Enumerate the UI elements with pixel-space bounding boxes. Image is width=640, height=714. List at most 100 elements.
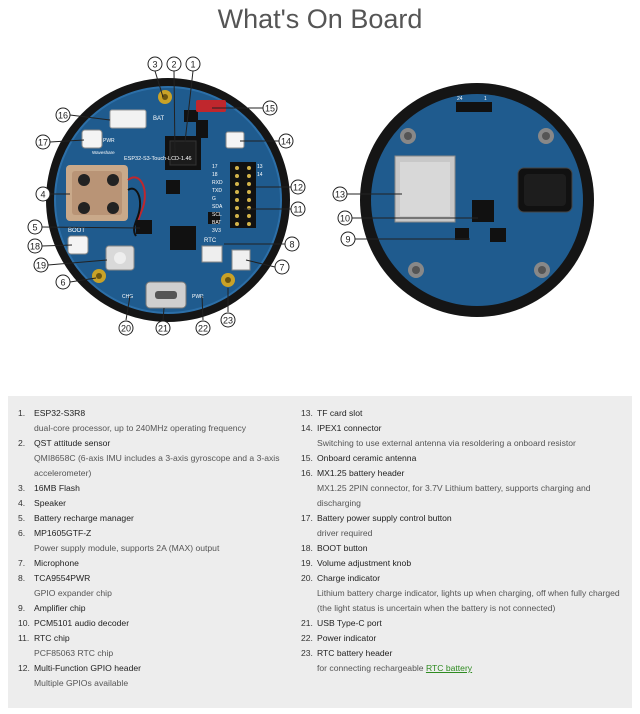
component-body: PCM5101 audio decoder xyxy=(34,616,308,631)
callout-circle xyxy=(290,201,306,217)
component-number: 5. xyxy=(18,513,26,523)
component-body: 16MB Flash xyxy=(34,481,308,496)
component-body: Volume adjustment knob xyxy=(317,556,626,571)
callout-circle xyxy=(33,257,49,273)
callout-circle xyxy=(27,238,43,254)
callout-circle xyxy=(118,320,134,336)
callout-number: 15 xyxy=(265,104,275,114)
component-name: Speaker xyxy=(34,498,67,508)
callout-lines xyxy=(41,70,478,321)
component-item: 8. TCA9554PWR GPIO expander chip xyxy=(18,571,308,601)
callout-number: 2 xyxy=(171,60,176,70)
component-desc: Switching to use external antenna via re… xyxy=(317,436,626,451)
gpio-pin-label: BAT xyxy=(212,220,221,226)
component-number: 10. xyxy=(18,618,30,628)
component-body: Battery recharge manager xyxy=(34,511,308,526)
component-body: ESP32-S3R8 dual-core processor, up to 240… xyxy=(34,406,308,436)
component-body: Power indicator xyxy=(317,631,626,646)
gpio-pin-label: SDA xyxy=(212,204,223,210)
callout-number: 21 xyxy=(158,324,168,334)
gpio-pin-label: 17 xyxy=(212,164,218,170)
component-desc-text: Multiple GPIOs available xyxy=(34,678,129,688)
gpio-pin-label: SCL xyxy=(212,212,222,218)
gpio-pin-label: 3V3 xyxy=(212,228,221,234)
callout-number: 13 xyxy=(335,190,345,200)
component-name: TCA9554PWR xyxy=(34,573,91,583)
callout-number: 19 xyxy=(36,261,46,271)
component-name: Onboard ceramic antenna xyxy=(317,453,417,463)
components-list-left: 1. ESP32-S3R8 dual-core processor, up to 2… xyxy=(18,406,308,691)
component-body: TCA9554PWR GPIO expander chip xyxy=(34,571,308,601)
callout-number: 6 xyxy=(60,278,65,288)
callout-circle xyxy=(340,231,356,247)
component-desc: GPIO expander chip xyxy=(34,586,308,601)
rtc-battery-link[interactable]: RTC battery xyxy=(425,663,473,673)
component-number: 19. xyxy=(301,558,313,568)
callout-circle xyxy=(185,56,201,72)
component-desc: for connecting rechargeable RTC battery xyxy=(317,661,626,676)
component-number: 4. xyxy=(18,498,26,508)
component-name: MX1.25 battery header xyxy=(317,468,405,478)
callout-circle xyxy=(35,134,51,150)
component-item: 7.Microphone xyxy=(18,556,308,571)
component-number: 23. xyxy=(301,648,313,658)
rtc-label: RTC xyxy=(204,238,217,244)
component-number: 7. xyxy=(18,558,26,568)
callout-number: 12 xyxy=(293,183,303,193)
gpio-pin-number: 13 xyxy=(257,164,263,170)
component-item: 19. Volume adjustment knob xyxy=(301,556,626,571)
callout-circle xyxy=(262,100,278,116)
component-number: 18. xyxy=(301,543,313,553)
component-name: 16MB Flash xyxy=(34,483,80,493)
component-name: Power indicator xyxy=(317,633,377,643)
component-number: 3. xyxy=(18,483,26,493)
component-item: 3. 16MB Flash xyxy=(18,481,308,496)
component-number: 9. xyxy=(18,603,26,613)
callout-circle xyxy=(195,320,211,336)
board-diagram: ESP32-S3-Touch-LCD-1.46 Waveshare BAT BO… xyxy=(27,56,594,336)
component-number: 1. xyxy=(18,408,26,418)
component-desc: dual-core processor, up to 240MHz operat… xyxy=(34,421,308,436)
component-item: 21.USB Type-C port xyxy=(301,616,626,631)
callout-number: 5 xyxy=(32,223,37,233)
callout-number: 18 xyxy=(30,242,40,252)
component-item: 18.BOOT button xyxy=(301,541,626,556)
board-figure: ESP32-S3-Touch-LCD-1.46 Waveshare BAT BO… xyxy=(0,50,640,350)
rear-pin-1: 1 xyxy=(484,96,487,102)
component-body: Onboard ceramic antenna xyxy=(317,451,626,466)
component-name: ESP32-S3R8 xyxy=(34,408,86,418)
callout-circle xyxy=(35,186,51,202)
component-number: 8. xyxy=(18,573,26,583)
gpio-pin-label: RXD xyxy=(212,180,223,186)
component-desc-text: GPIO expander chip xyxy=(34,588,112,598)
component-desc-text: Switching to use external antenna via re… xyxy=(317,438,576,448)
component-desc-text: for connecting rechargeable xyxy=(317,663,426,673)
rear-pin-24: 24 xyxy=(457,96,463,102)
component-desc: PCF85063 RTC chip xyxy=(34,646,308,661)
component-body: Speaker xyxy=(34,496,308,511)
component-desc: Lithium battery charge indicator, lights… xyxy=(317,586,626,616)
callout-number: 23 xyxy=(223,316,233,326)
callout-circle xyxy=(290,179,306,195)
callout-number: 7 xyxy=(279,263,284,273)
component-name: Volume adjustment knob xyxy=(317,558,412,568)
component-name: Amplifier chip xyxy=(34,603,86,613)
callout-circle xyxy=(337,210,353,226)
callout-circle xyxy=(278,133,294,149)
component-number: 21. xyxy=(301,618,313,628)
callout-number: 8 xyxy=(289,240,294,250)
callout-circle xyxy=(55,107,71,123)
component-name: RTC chip xyxy=(34,633,70,643)
component-item: 5. Battery recharge manager xyxy=(18,511,308,526)
